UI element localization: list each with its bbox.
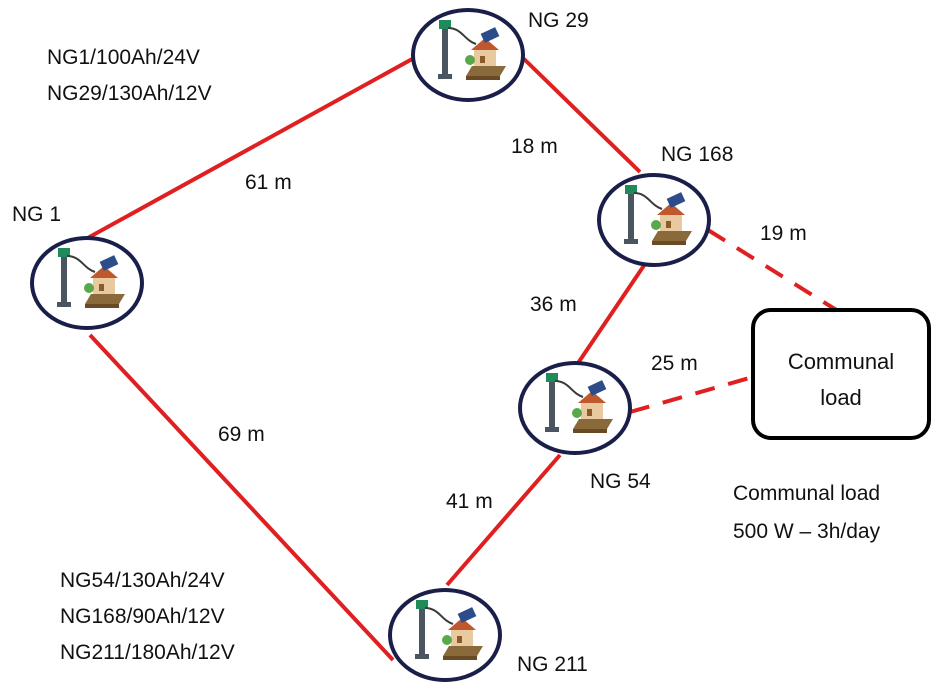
node-label-ng29: NG 29 [528,9,589,32]
node-label-ng1: NG 1 [12,203,61,226]
node-ng211 [388,588,502,682]
node-label-ng211: NG 211 [517,653,588,676]
link-ng1-ng211 [88,333,395,662]
node-ng168 [597,173,711,267]
communal-note-line1: Communal load [733,482,880,505]
distance-ng168-load: 19 m [760,222,807,245]
link-ng54-load [629,375,754,414]
link-ng54-ng211 [445,453,562,587]
link-ng168-load [706,228,840,313]
node-ng1 [30,236,144,330]
communal-box-line2: load [820,385,862,410]
node-ng29 [411,8,525,102]
communal-load-box: Communal load [751,308,931,440]
battery-info-top-line: NG29/130Ah/12V [47,82,212,105]
node-label-ng168: NG 168 [661,143,733,166]
distance-ng168-ng54: 36 m [530,293,577,316]
communal-note-line2: 500 W – 3h/day [733,520,881,543]
node-ng54 [518,361,632,455]
node-label-ng54: NG 54 [590,470,651,493]
link-ng168-ng54 [570,262,647,374]
communal-box-line1: Communal [788,349,894,374]
distance-ng1-ng211: 69 m [218,423,265,446]
battery-info-bottom-line: NG54/130Ah/24V [60,569,225,592]
distance-ng29-ng168: 18 m [511,135,558,158]
distance-ng1-ng29: 61 m [245,171,292,194]
distance-ng54-load: 25 m [651,352,698,375]
link-ng29-ng168 [521,56,642,174]
link-ng1-ng29 [83,56,415,242]
battery-info-bottom-line: NG168/90Ah/12V [60,605,225,628]
distance-ng54-ng211: 41 m [446,490,493,513]
battery-info-bottom-line: NG211/180Ah/12V [60,641,235,664]
battery-info-top-line: NG1/100Ah/24V [47,46,200,69]
